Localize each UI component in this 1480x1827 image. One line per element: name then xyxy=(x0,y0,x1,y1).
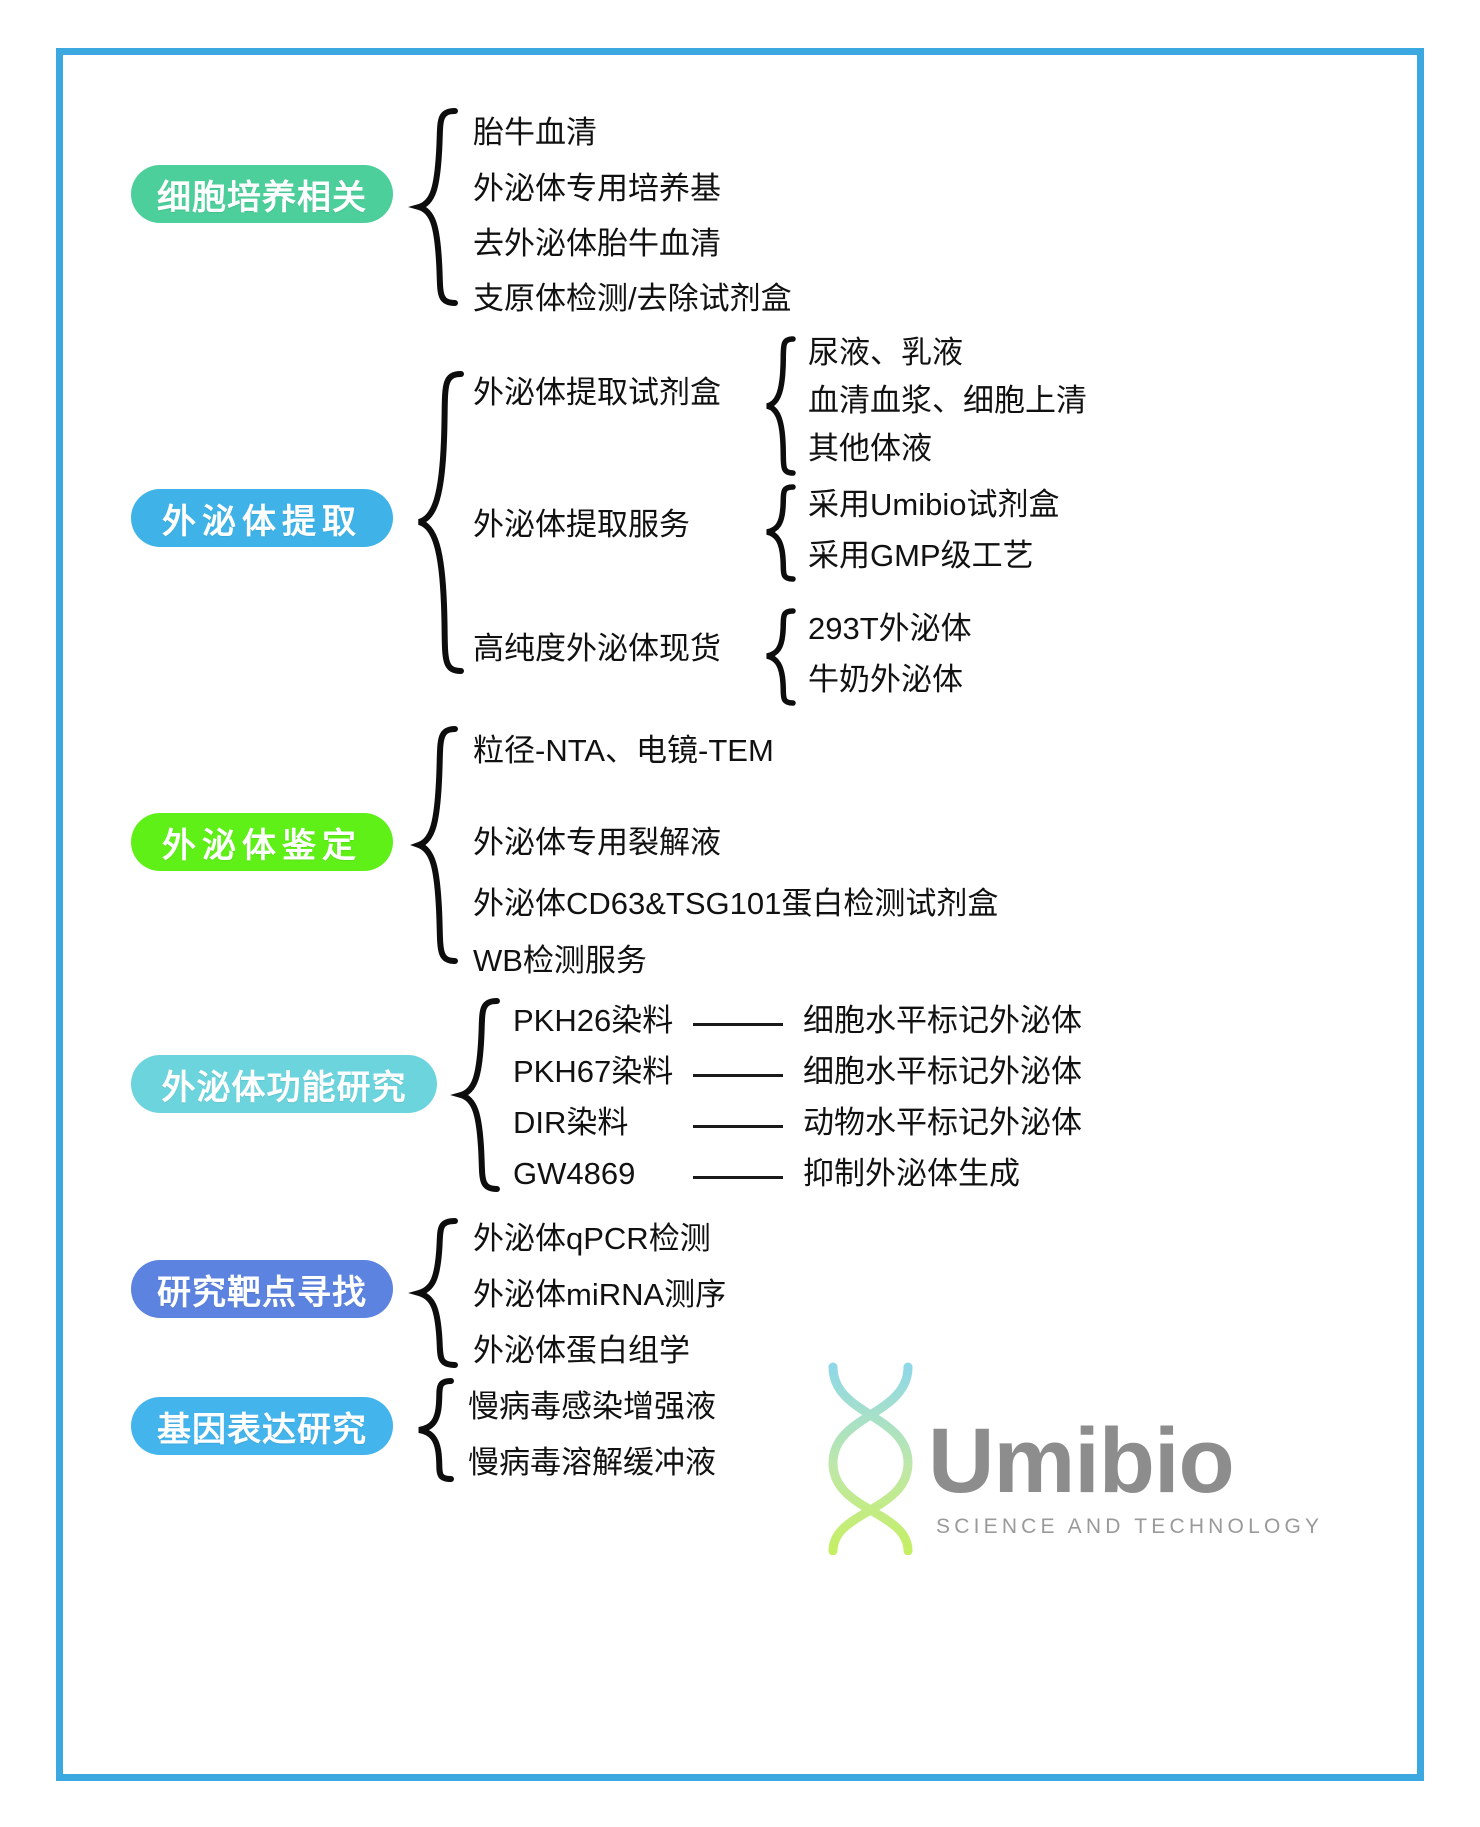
item-target-1[interactable]: 外泌体miRNA测序 xyxy=(473,1277,727,1312)
item-function-link-0[interactable]: 细胞水平标记外泌体 xyxy=(803,1003,1082,1038)
item-gene-0[interactable]: 慢病毒感染增强液 xyxy=(468,1389,716,1424)
item-function-link-2[interactable]: 动物水平标记外泌体 xyxy=(803,1105,1082,1140)
brace-exosome-identification xyxy=(410,726,458,964)
item-function-1[interactable]: PKH67染料 xyxy=(513,1054,674,1089)
logo-wordmark: Umibio xyxy=(928,1410,1235,1512)
brace-cell-culture xyxy=(408,108,458,306)
brace-highpurity-stock xyxy=(766,608,796,706)
diagram-frame: Umibio SCIENCE AND TECHNOLOGY 细胞培养相关 胎牛血… xyxy=(56,48,1424,1781)
item-extraction-service-sub-0[interactable]: 采用Umibio试剂盒 xyxy=(808,487,1060,522)
item-highpurity-sub-0[interactable]: 293T外泌体 xyxy=(808,611,972,646)
section-label-cell-culture[interactable]: 细胞培养相关 xyxy=(131,165,393,223)
item-highpurity-stock[interactable]: 高纯度外泌体现货 xyxy=(473,631,721,666)
item-extraction-service-sub-1[interactable]: 采用GMP级工艺 xyxy=(808,538,1034,573)
section-label-exosome-identification[interactable]: 外泌体鉴定 xyxy=(131,813,393,871)
item-target-0[interactable]: 外泌体qPCR检测 xyxy=(473,1221,711,1256)
item-function-link-3[interactable]: 抑制外泌体生成 xyxy=(803,1156,1020,1191)
logo-tagline: SCIENCE AND TECHNOLOGY xyxy=(936,1515,1324,1538)
item-identification-3[interactable]: WB检测服务 xyxy=(473,943,647,978)
section-label-exosome-function[interactable]: 外泌体功能研究 xyxy=(131,1055,437,1113)
brace-extraction-kit xyxy=(766,336,796,476)
link-dash-1 xyxy=(693,1074,783,1077)
item-cell-culture-1[interactable]: 外泌体专用培养基 xyxy=(473,171,721,206)
item-highpurity-sub-1[interactable]: 牛奶外泌体 xyxy=(808,662,963,697)
item-identification-1[interactable]: 外泌体专用裂解液 xyxy=(473,825,721,860)
brace-target-discovery xyxy=(408,1218,458,1368)
dna-helix-icon xyxy=(828,1362,913,1555)
item-identification-2[interactable]: 外泌体CD63&TSG101蛋白检测试剂盒 xyxy=(473,886,999,921)
item-cell-culture-2[interactable]: 去外泌体胎牛血清 xyxy=(473,226,721,261)
item-extraction-kit-sub-1[interactable]: 血清血浆、细胞上清 xyxy=(808,383,1087,418)
brace-exosome-function xyxy=(450,998,500,1192)
brace-gene-expression xyxy=(418,1378,454,1482)
item-function-link-1[interactable]: 细胞水平标记外泌体 xyxy=(803,1054,1082,1089)
item-extraction-kit[interactable]: 外泌体提取试剂盒 xyxy=(473,375,721,410)
brace-exosome-extraction xyxy=(417,371,464,674)
item-identification-0[interactable]: 粒径-NTA、电镜-TEM xyxy=(473,733,774,768)
item-target-2[interactable]: 外泌体蛋白组学 xyxy=(473,1333,690,1368)
link-dash-3 xyxy=(693,1176,783,1179)
link-dash-0 xyxy=(693,1023,783,1026)
umibio-logo: Umibio SCIENCE AND TECHNOLOGY xyxy=(798,1355,1319,1575)
item-function-2[interactable]: DIR染料 xyxy=(513,1105,629,1140)
link-dash-2 xyxy=(693,1125,783,1128)
item-cell-culture-0[interactable]: 胎牛血清 xyxy=(473,115,597,150)
section-label-gene-expression[interactable]: 基因表达研究 xyxy=(131,1397,393,1455)
item-extraction-kit-sub-2[interactable]: 其他体液 xyxy=(808,431,932,466)
item-extraction-service[interactable]: 外泌体提取服务 xyxy=(473,507,690,542)
item-function-3[interactable]: GW4869 xyxy=(513,1156,636,1191)
section-label-exosome-extraction[interactable]: 外泌体提取 xyxy=(131,489,393,547)
section-label-target-discovery[interactable]: 研究靶点寻找 xyxy=(131,1260,393,1318)
item-extraction-kit-sub-0[interactable]: 尿液、乳液 xyxy=(808,335,963,370)
brace-extraction-service xyxy=(766,484,796,582)
item-cell-culture-3[interactable]: 支原体检测/去除试剂盒 xyxy=(473,281,792,316)
item-function-0[interactable]: PKH26染料 xyxy=(513,1003,674,1038)
item-gene-1[interactable]: 慢病毒溶解缓冲液 xyxy=(468,1445,716,1480)
